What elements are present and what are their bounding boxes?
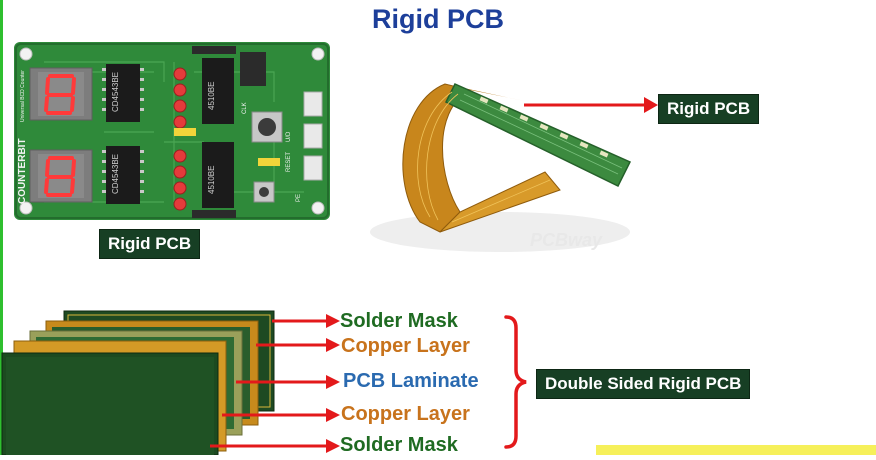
- layer-label-copper-bottom: Copper Layer: [341, 403, 470, 425]
- pcb-layer-stack: [0, 305, 300, 456]
- ic-chip: CD4543BE: [106, 146, 140, 204]
- layer-label-copper-top: Copper Layer: [341, 335, 470, 357]
- layer-label-laminate: PCB Laminate: [343, 370, 479, 392]
- arrow-head: [326, 439, 340, 453]
- ic-chip: CD4543BE: [106, 64, 140, 122]
- page-title: Rigid PCB: [372, 4, 504, 34]
- ic-chip: 4510BE: [202, 58, 234, 124]
- left-accent-line: [0, 0, 3, 455]
- ic-chip: 4510BE: [202, 142, 234, 208]
- layer-arrows: [210, 314, 340, 453]
- svg-text:PCBway: PCBway: [530, 230, 603, 250]
- svg-text:CLK: CLK: [242, 102, 248, 114]
- svg-text:4510BE: 4510BE: [207, 166, 216, 194]
- rigid-pcb-callout-arrow: [524, 97, 658, 113]
- arrow-head: [326, 314, 340, 328]
- rigid-pcb-caption: Rigid PCB: [99, 229, 201, 259]
- svg-text:CD4543BE: CD4543BE: [111, 154, 120, 194]
- svg-text:RESET: RESET: [286, 152, 292, 172]
- layer-label-solder-mask-top: Solder Mask: [340, 310, 458, 332]
- yellow-highlight-bar: [596, 445, 876, 455]
- svg-text:Universal BCD Counter: Universal BCD Counter: [20, 70, 26, 122]
- svg-text:PE: PE: [296, 194, 302, 202]
- arrow-head: [326, 408, 340, 422]
- svg-text:CD4543BE: CD4543BE: [111, 72, 120, 112]
- svg-text:4510BE: 4510BE: [207, 82, 216, 110]
- push-button-switch: [251, 111, 283, 143]
- flex-pcb-photo: PCBway: [360, 62, 650, 262]
- arrow-head: [326, 338, 340, 352]
- double-sided-label: Double Sided Rigid PCB: [536, 369, 751, 399]
- layer-label-solder-mask-bottom: Solder Mask: [340, 434, 458, 456]
- svg-text:COUNTERBIT: COUNTERBIT: [17, 138, 28, 204]
- svg-text:U/D: U/D: [286, 131, 292, 142]
- rigid-pcb-callout-label: Rigid PCB: [658, 94, 760, 124]
- seven-segment-display-bottom: [29, 149, 93, 203]
- arrow-head: [326, 375, 340, 389]
- layer-group-bracket: [504, 315, 527, 449]
- rigid-pcb-board-photo: COUNTERBIT Universal BCD Counter CD4543B…: [14, 42, 330, 220]
- seven-segment-display-top: [29, 67, 93, 121]
